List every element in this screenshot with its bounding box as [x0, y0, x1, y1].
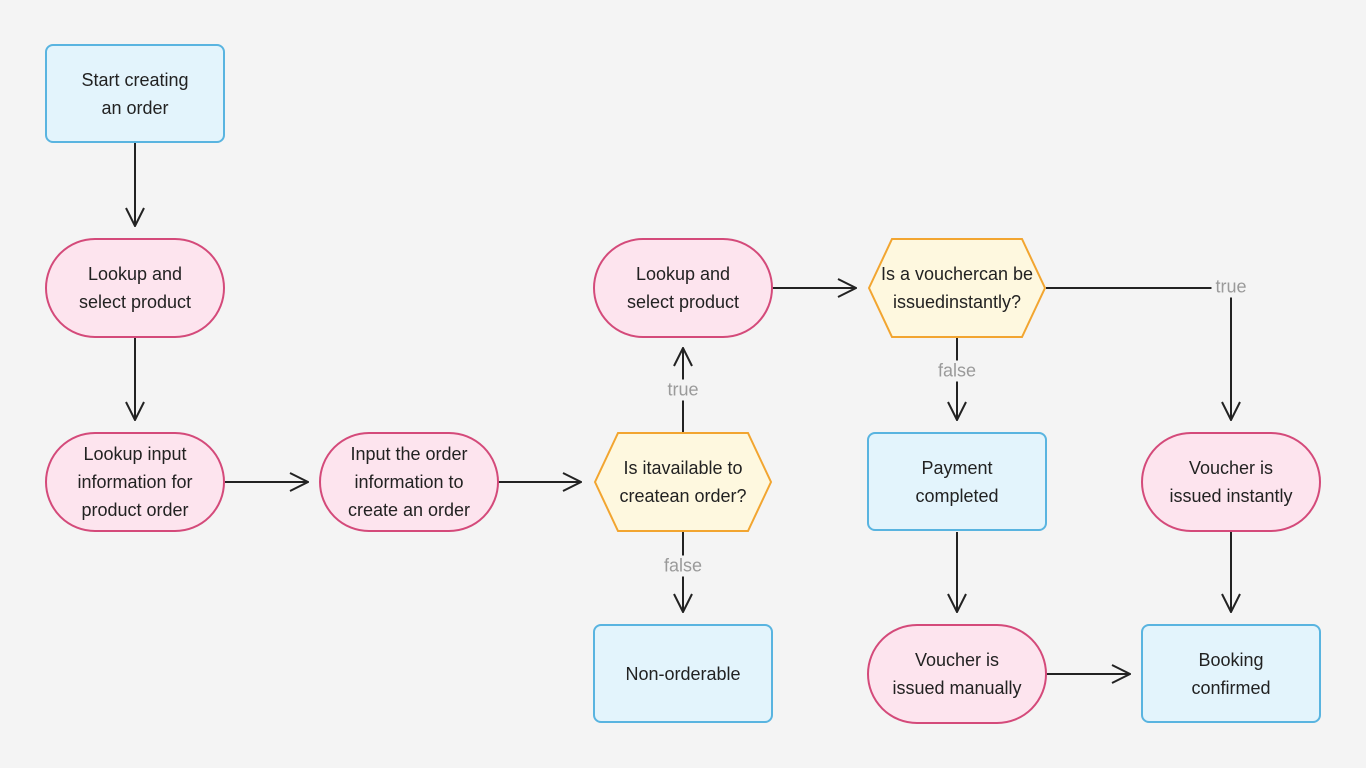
node-decision-available[interactable]: Is itavailable to createan order?	[619, 458, 747, 506]
edge-label-voucher-false: false	[933, 360, 981, 382]
edge-label-available-false: false	[659, 555, 707, 577]
node-non-orderable[interactable]: Non-orderable	[593, 624, 773, 723]
decision-voucher-shape	[867, 238, 1047, 338]
node-decision-voucher[interactable]: Is a vouchercan be issuedinstantly?	[880, 264, 1034, 312]
edge-label-voucher-true: true	[1211, 276, 1251, 298]
edge-voucher-true	[1046, 287, 1231, 420]
edge-label-available-true: true	[663, 379, 703, 401]
decision-available-shape	[593, 432, 773, 532]
